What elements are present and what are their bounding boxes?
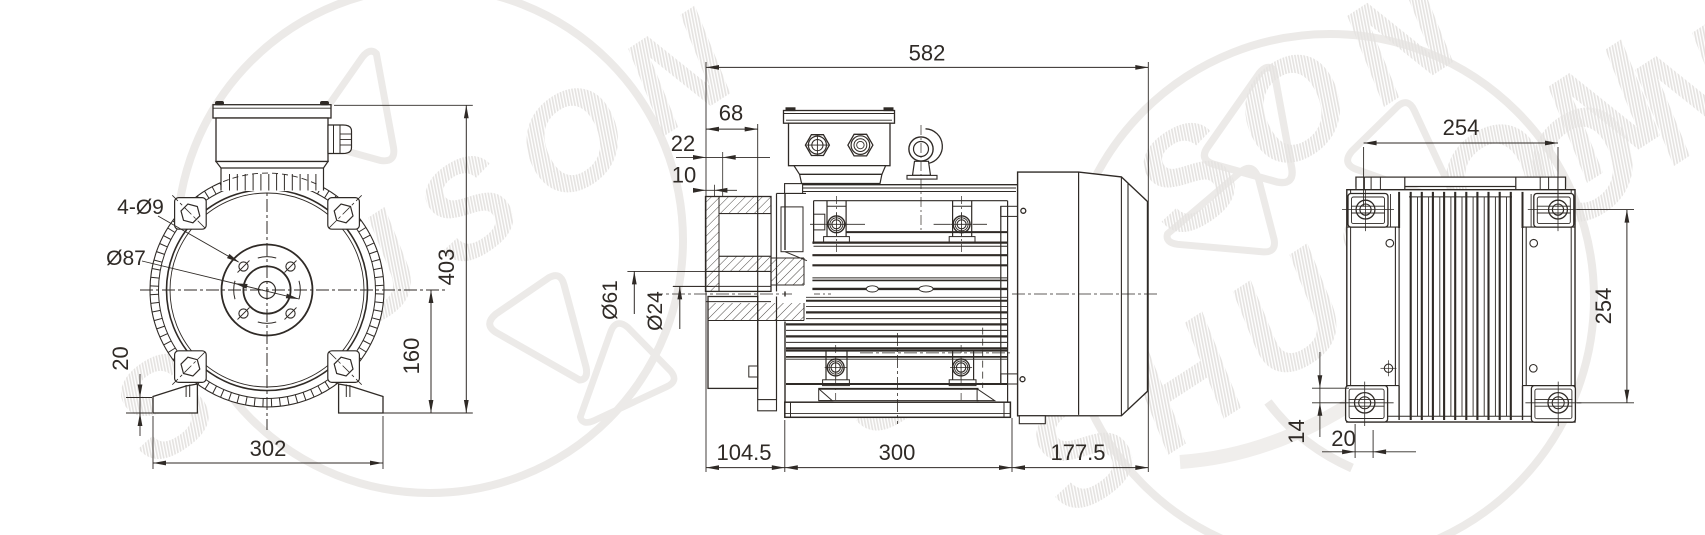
- svg-text:Ø24: Ø24: [644, 291, 667, 331]
- svg-text:68: 68: [719, 101, 743, 126]
- svg-text:403: 403: [434, 249, 459, 286]
- svg-text:582: 582: [909, 41, 946, 66]
- svg-text:Ø61: Ø61: [599, 280, 622, 320]
- svg-text:10: 10: [672, 163, 696, 188]
- svg-text:4-Ø9: 4-Ø9: [117, 196, 164, 219]
- svg-text:14: 14: [1284, 419, 1309, 443]
- svg-text:160: 160: [399, 338, 424, 375]
- svg-text:104.5: 104.5: [716, 440, 771, 465]
- svg-text:302: 302: [250, 436, 287, 461]
- svg-text:Ø87: Ø87: [106, 247, 146, 270]
- svg-text:20: 20: [1331, 426, 1355, 451]
- svg-text:20: 20: [108, 346, 133, 370]
- svg-text:177.5: 177.5: [1050, 440, 1105, 465]
- svg-text:254: 254: [1591, 288, 1616, 325]
- svg-text:22: 22: [671, 131, 695, 156]
- svg-text:300: 300: [879, 440, 916, 465]
- svg-text:254: 254: [1443, 115, 1480, 140]
